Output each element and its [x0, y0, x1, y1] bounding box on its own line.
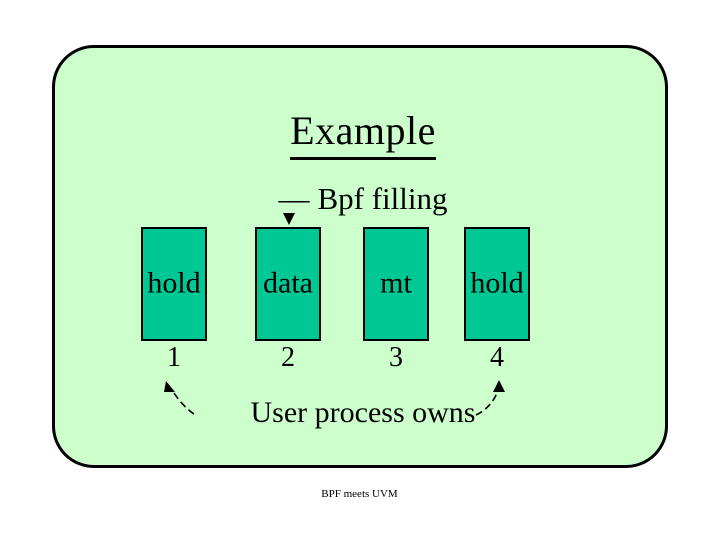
subtitle-text: Bpf filling	[317, 181, 448, 216]
subtitle-bullet: —Bpf filling	[55, 183, 671, 214]
buffer-cell-3[interactable]: mt	[363, 227, 429, 341]
buffer-cell-label: mt	[380, 266, 412, 300]
buffer-index-1: 1	[167, 342, 181, 373]
buffer-index-3: 3	[389, 342, 403, 373]
buffer-index-2: 2	[281, 342, 295, 373]
buffer-cell-2[interactable]: data	[255, 227, 321, 341]
slide-card: Example —Bpf filling hold data mt hold 1…	[52, 45, 668, 468]
em-dash-icon: —	[278, 181, 310, 216]
page-title-text: Example	[290, 108, 436, 160]
caption-text: User process owns	[250, 396, 476, 429]
footer-text: BPF meets UVM	[321, 488, 398, 500]
buffer-cell-label: data	[263, 266, 313, 300]
buffer-cell-label: hold	[147, 266, 201, 300]
buffer-cell-label: hold	[470, 266, 524, 300]
buffer-index-4: 4	[490, 342, 504, 373]
buffer-cell-4[interactable]: hold	[464, 227, 530, 341]
buffer-cell-1[interactable]: hold	[141, 227, 207, 341]
page-title: Example	[55, 108, 671, 160]
